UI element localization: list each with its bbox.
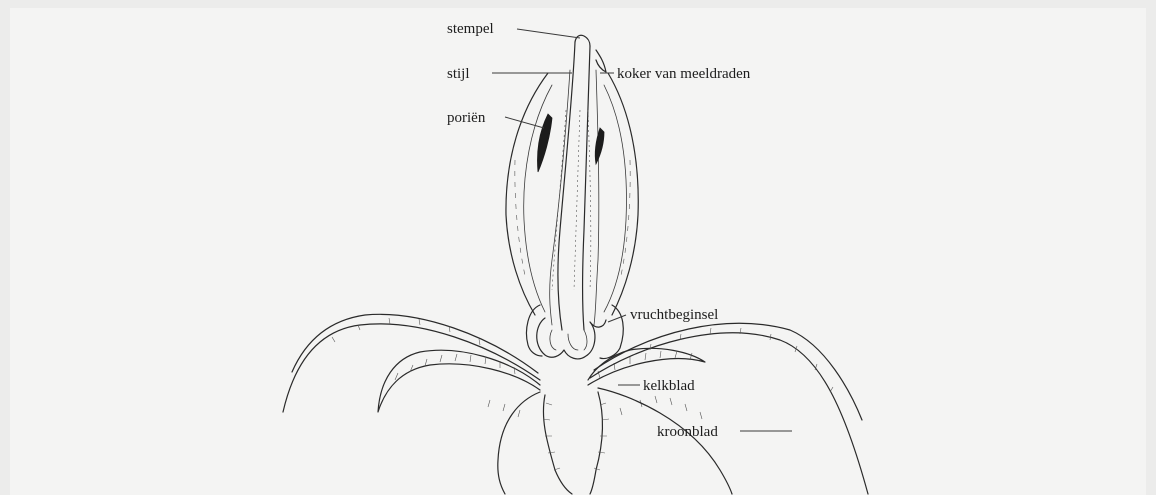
label-kelkblad: kelkblad: [643, 378, 695, 394]
label-kroonblad: kroonblad: [657, 424, 718, 440]
label-koker-van-meeldraden: koker van meeldraden: [617, 66, 751, 82]
label-porien: poriën: [447, 110, 486, 126]
top-border: [0, 0, 1156, 8]
label-vruchtbeginsel: vruchtbeginsel: [630, 307, 718, 323]
label-stempel: stempel: [447, 21, 494, 37]
right-border: [1146, 0, 1156, 495]
left-border: [0, 0, 10, 495]
label-stijl: stijl: [447, 66, 470, 82]
